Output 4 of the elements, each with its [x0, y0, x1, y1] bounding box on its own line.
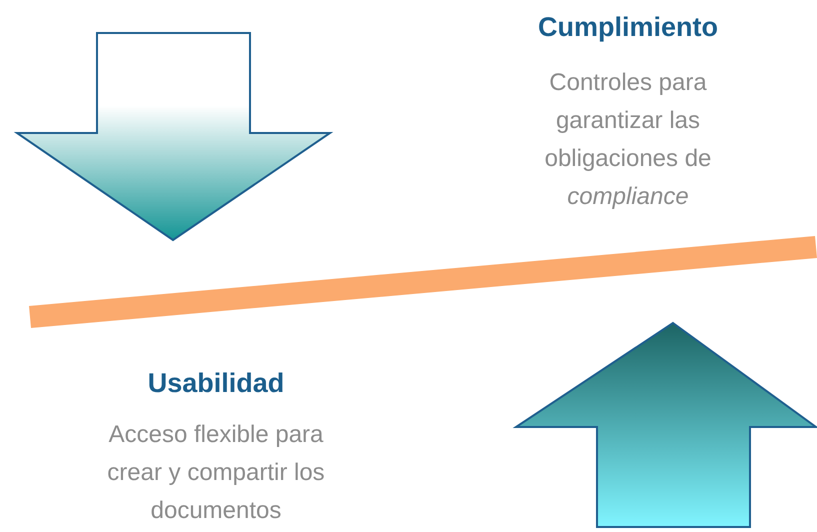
description: Acceso flexible para crear y compartir los documentos: [106, 420, 326, 526]
heading: Usabilidad: [148, 367, 284, 400]
description: Controles para garantizar las obligaciones de compliance: [544, 68, 712, 212]
heading: Cumplimiento: [538, 11, 718, 44]
